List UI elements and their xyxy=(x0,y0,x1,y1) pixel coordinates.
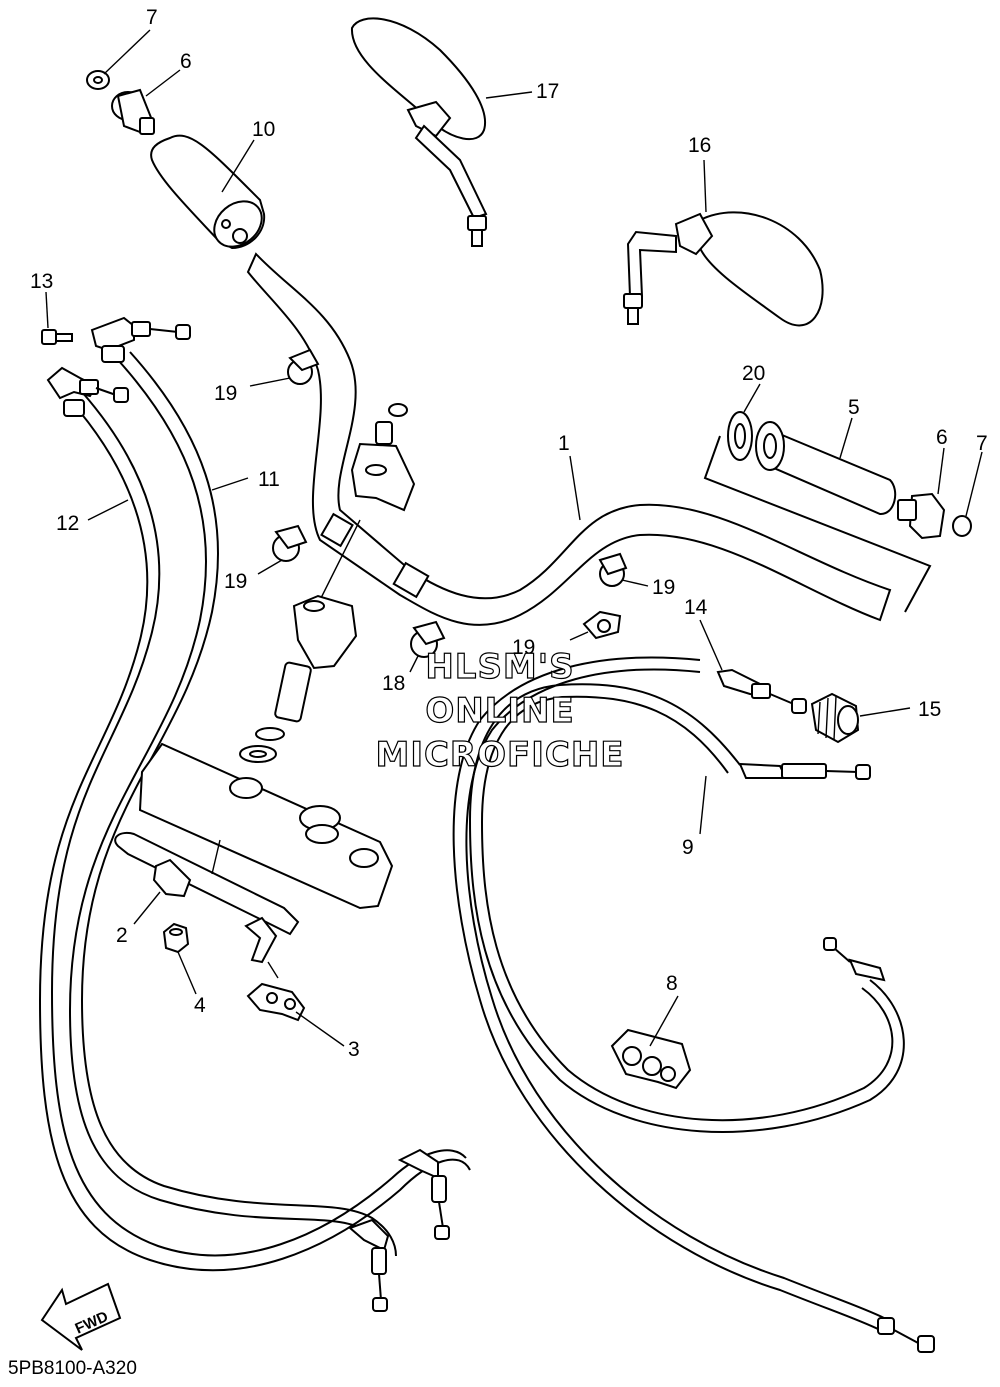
clamp-19-b xyxy=(272,524,308,562)
callout-12: 14 xyxy=(684,596,708,619)
callout-8: 10 xyxy=(252,118,275,141)
cap-7-left xyxy=(86,70,110,90)
callout-19-d: 18 xyxy=(382,672,405,695)
clamp-17 xyxy=(610,1028,692,1090)
leader-holder xyxy=(317,519,361,605)
callout-15: 17 xyxy=(536,80,559,103)
callout-10: 12 xyxy=(56,512,79,535)
cable-top-fittings xyxy=(46,316,191,417)
forward-arrow: FWD xyxy=(40,1282,122,1351)
callout-1: 1 xyxy=(558,432,570,455)
callout-14: 16 xyxy=(688,134,711,157)
cable-16 xyxy=(468,683,905,1133)
callout-6-left: 6 xyxy=(180,50,192,73)
callout-7-left: 7 xyxy=(146,6,158,29)
callout-9: 11 xyxy=(258,468,280,491)
callout-19-c: 19 xyxy=(652,576,675,599)
washer-20 xyxy=(727,411,753,461)
callout-7-right: 7 xyxy=(976,432,988,455)
cable-12 xyxy=(452,656,885,1331)
watermark-line-1: HLSM'S xyxy=(425,647,574,687)
cable-9 xyxy=(68,351,397,1261)
callout-19-b: 19 xyxy=(224,570,247,593)
callout-5: 5 xyxy=(848,396,860,419)
callout-18: 19 xyxy=(512,636,535,659)
grip-8 xyxy=(150,134,266,250)
cap-7-right xyxy=(952,515,972,537)
callout-13: 15 xyxy=(918,698,941,721)
cable-guide-2 xyxy=(114,832,300,964)
clamp-18 xyxy=(582,610,622,640)
cable-16-end xyxy=(738,762,886,982)
bolt-11 xyxy=(41,329,73,345)
watermark: HLSM'S ONLINE MICROFICHE xyxy=(375,646,624,775)
mirror-14 xyxy=(623,211,824,327)
lower-handlebar-holder xyxy=(274,594,358,723)
clamp-19-d xyxy=(410,620,446,658)
callout-11: 13 xyxy=(30,270,53,293)
cable-12-end xyxy=(716,668,935,1353)
handlebar-1 xyxy=(246,252,892,626)
upper-handlebar-holder xyxy=(350,403,416,512)
callout-17: 8 xyxy=(666,972,678,995)
callout-19-a: 19 xyxy=(214,382,237,405)
callout-4: 4 xyxy=(194,994,206,1017)
adjuster-13 xyxy=(810,692,860,744)
callout-16: 9 xyxy=(682,836,694,859)
cable-end-fittings-lower xyxy=(348,1148,450,1312)
callout-6-right: 6 xyxy=(936,426,948,449)
clamp-19-a xyxy=(287,348,320,385)
mirror-15 xyxy=(350,17,488,247)
bar-end-weight-6-left xyxy=(111,88,155,135)
leader-lines xyxy=(45,29,983,1047)
callout-3: 3 xyxy=(348,1038,360,1061)
watermark-line-2: ONLINE xyxy=(425,691,574,731)
upper-bracket xyxy=(138,742,394,910)
clamp-19-c xyxy=(598,552,628,587)
callout-20: 20 xyxy=(742,362,765,385)
watermark-line-3: MICROFICHE xyxy=(375,735,624,775)
clamp-3 xyxy=(246,982,306,1022)
diagram-code: 5PB8100-A320 xyxy=(8,1358,137,1379)
nut-4 xyxy=(162,922,190,954)
grip-5 xyxy=(703,421,932,613)
cable-10 xyxy=(38,391,471,1272)
bar-end-weight-6-right xyxy=(897,492,946,540)
washers xyxy=(239,727,285,763)
callout-2: 2 xyxy=(116,924,128,947)
callout-labels: 7 6 10 17 16 13 19 20 5 6 7 1 11 12 19 1… xyxy=(30,6,988,1061)
